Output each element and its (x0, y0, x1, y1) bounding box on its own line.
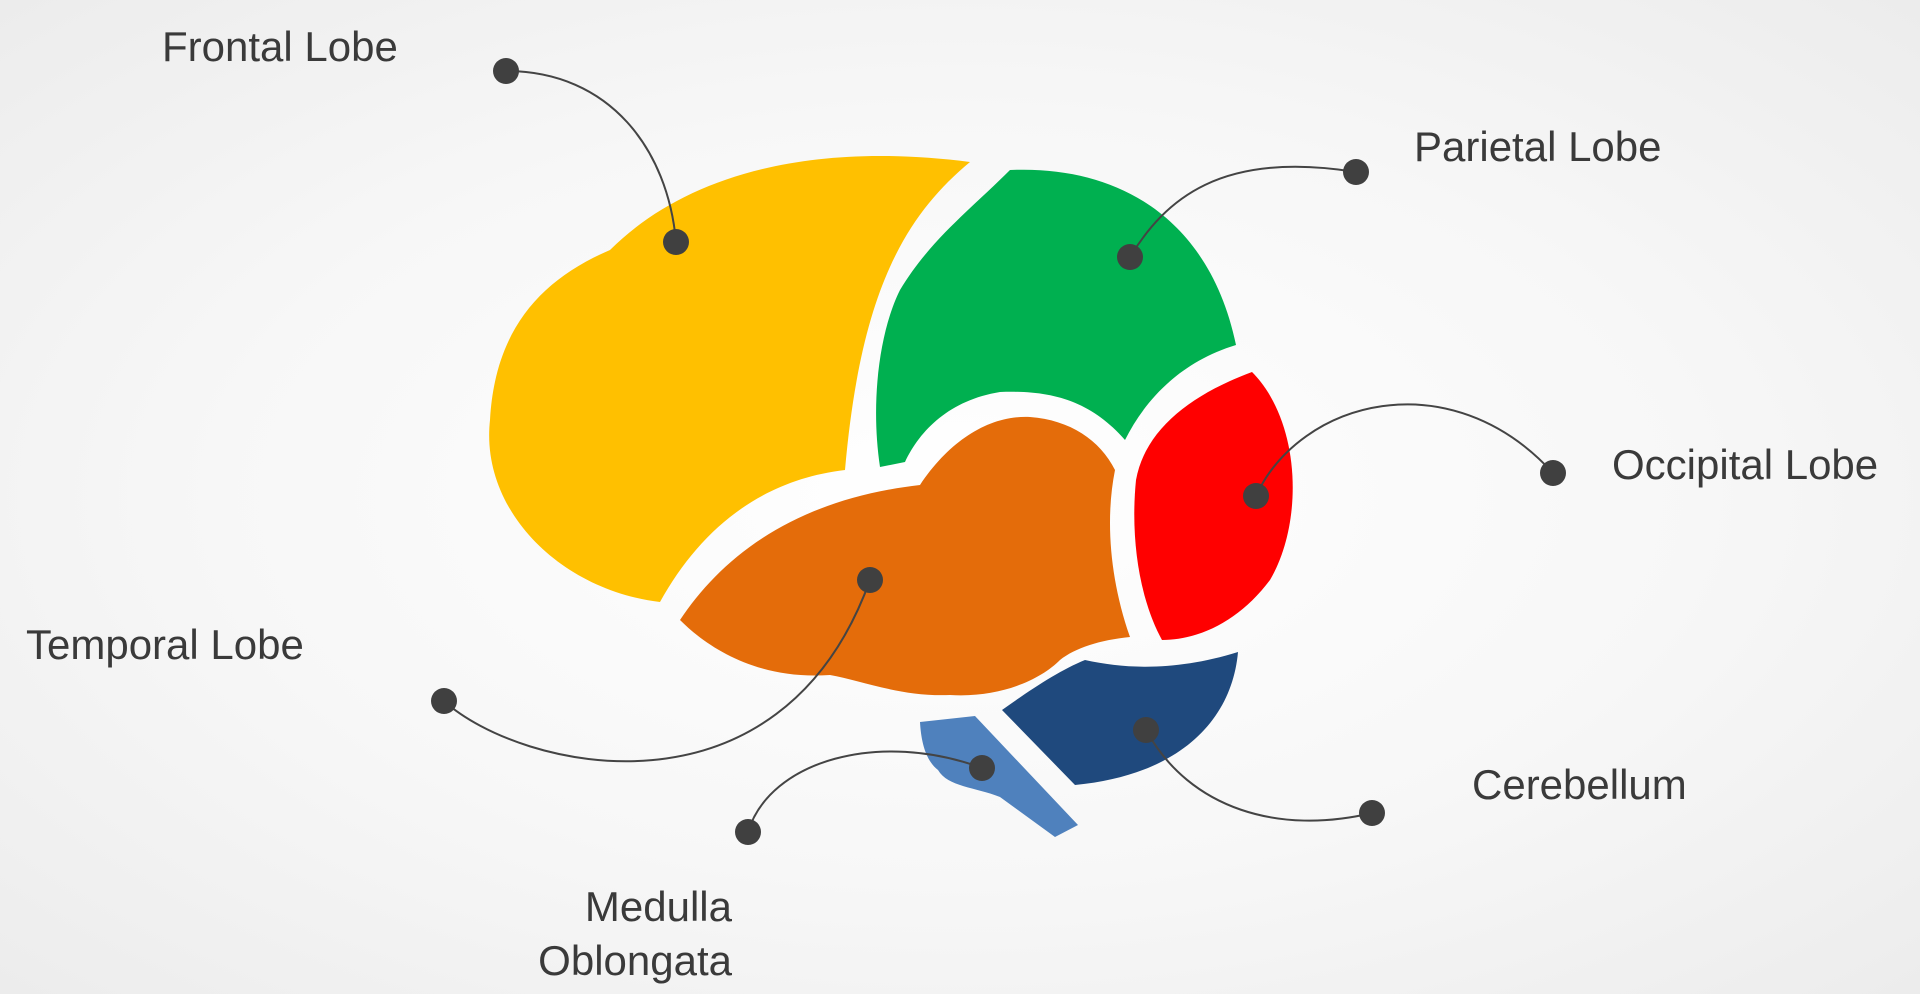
cerebellum-region (1002, 652, 1238, 785)
frontal-lobe-label: Frontal Lobe (162, 23, 398, 70)
cerebellum-connector (1145, 729, 1373, 822)
frontal-lobe-inner-dot (663, 229, 689, 255)
parietal-lobe-region (876, 169, 1236, 467)
temporal-lobe-connector (443, 579, 871, 763)
occipital-lobe-label: Occipital Lobe (1612, 441, 1879, 488)
medulla-label-line2: Oblongata (538, 936, 732, 984)
temporal-lobe-label: Temporal Lobe (26, 621, 304, 668)
medulla-oblongata-label: Medulla Oblongata (538, 880, 732, 988)
medulla-label-line1: Medulla (584, 883, 732, 930)
occipital-lobe-inner-dot (1243, 483, 1269, 509)
frontal-lobe-outer-dot (493, 58, 519, 84)
frontal-lobe-connector (505, 70, 677, 243)
cerebellum-inner-dot (1133, 717, 1159, 743)
parietal-lobe-outer-dot (1343, 159, 1369, 185)
cerebellum-label: Cerebellum (1472, 761, 1687, 808)
parietal-lobe-label: Parietal Lobe (1414, 123, 1662, 170)
parietal-lobe-connector (1129, 165, 1357, 258)
cerebellum-outer-dot (1359, 800, 1385, 826)
medulla-outer-dot (735, 819, 761, 845)
parietal-lobe-inner-dot (1117, 244, 1143, 270)
occipital-lobe-connector (1255, 403, 1554, 497)
frontal-lobe-region (489, 155, 970, 602)
occipital-lobe-region (1134, 372, 1293, 640)
occipital-lobe-outer-dot (1540, 460, 1566, 486)
temporal-lobe-inner-dot (857, 567, 883, 593)
medulla-inner-dot (969, 755, 995, 781)
temporal-lobe-region (680, 416, 1130, 696)
medulla-oblongata-region (920, 716, 1078, 837)
medulla-connector (747, 750, 983, 833)
temporal-lobe-outer-dot (431, 688, 457, 714)
